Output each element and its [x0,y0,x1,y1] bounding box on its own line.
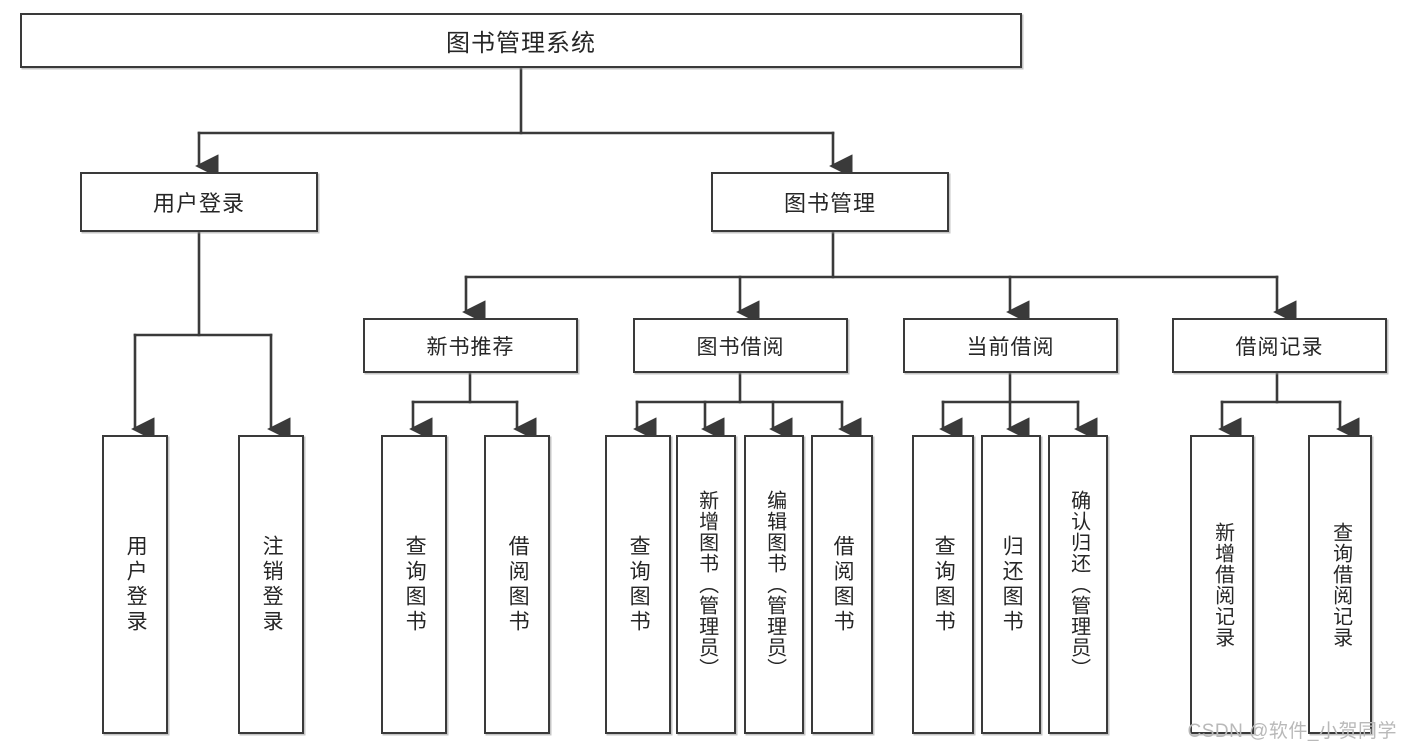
leaf-borrow-record-query-record[interactable]: 查询借阅记录 [1308,435,1372,734]
node-label: 当前借阅 [966,335,1055,359]
leaf-new-book-query-book[interactable]: 查询图书 [381,435,447,734]
leaf-borrow-record-add-record[interactable]: 新增借阅记录 [1190,435,1254,734]
node-book-management[interactable]: 图书管理 [711,172,949,232]
node-book-management-system[interactable]: 图书管理系统 [20,13,1022,68]
leaf-label: 归还图书 [1000,534,1024,635]
leaf-label: 注销登录 [260,534,284,635]
leaf-book-borrow-borrow-book[interactable]: 借阅图书 [811,435,873,734]
leaf-label: 用户登录 [124,534,148,635]
node-label: 图书管理系统 [446,30,596,57]
leaf-new-book-borrow-book[interactable]: 借阅图书 [484,435,550,734]
node-borrow-record[interactable]: 借阅记录 [1172,318,1387,373]
leaf-label: 新增图书（管理员） [695,490,718,679]
leaf-label: 借阅图书 [506,534,530,635]
leaf-user-login-login[interactable]: 用户登录 [102,435,168,734]
node-label: 借阅记录 [1235,335,1324,359]
leaf-label: 新增借阅记录 [1211,521,1234,648]
node-book-borrow[interactable]: 图书借阅 [633,318,848,373]
leaf-book-borrow-edit-book-admin[interactable]: 编辑图书（管理员） [744,435,804,734]
node-label: 用户登录 [152,191,245,216]
node-current-borrow[interactable]: 当前借阅 [903,318,1118,373]
leaf-book-borrow-add-book-admin[interactable]: 新增图书（管理员） [676,435,736,734]
leaf-user-login-logout[interactable]: 注销登录 [238,435,304,734]
leaf-book-borrow-query-book[interactable]: 查询图书 [605,435,671,734]
node-new-book-recommend[interactable]: 新书推荐 [363,318,578,373]
leaf-label: 确认归还（管理员） [1067,490,1090,679]
leaf-label: 查询图书 [403,534,427,635]
leaf-label: 查询借阅记录 [1329,521,1352,648]
node-user-login[interactable]: 用户登录 [80,172,318,232]
leaf-current-borrow-return-book[interactable]: 归还图书 [981,435,1041,734]
node-label: 新书推荐 [426,335,515,359]
leaf-current-borrow-query-book[interactable]: 查询图书 [912,435,974,734]
watermark-text: CSDN @软件_小贺同学 [1187,721,1397,742]
leaf-label: 编辑图书（管理员） [763,490,786,679]
leaf-label: 查询图书 [932,534,956,635]
node-label: 图书借阅 [696,335,785,359]
node-label: 图书管理 [783,191,876,216]
leaf-current-borrow-confirm-return-admin[interactable]: 确认归还（管理员） [1048,435,1108,734]
leaf-label: 借阅图书 [831,534,855,635]
leaf-label: 查询图书 [627,534,651,635]
